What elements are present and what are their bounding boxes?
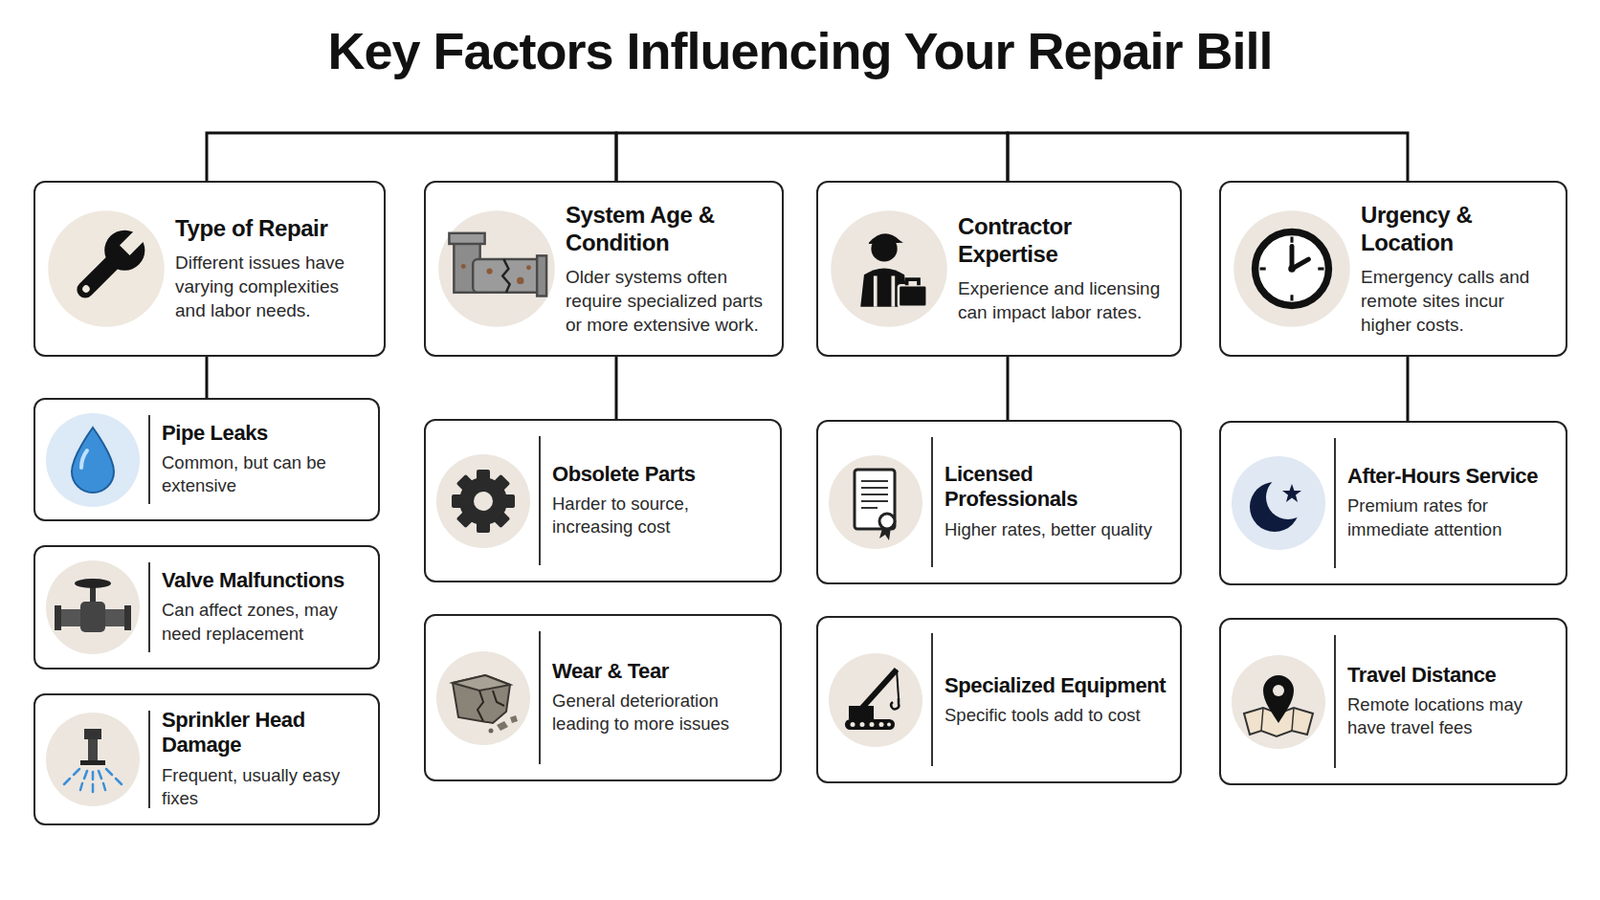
box-heading: After-Hours Service bbox=[1347, 464, 1556, 489]
box-heading: Contractor Expertise bbox=[957, 213, 1171, 269]
factor-box: Sprinkler Head DamageFrequent, usually e… bbox=[33, 693, 380, 826]
box-heading: Wear & Tear bbox=[552, 659, 771, 685]
connector-line bbox=[1006, 356, 1010, 421]
text-group: Contractor ExpertiseExperience and licen… bbox=[957, 213, 1171, 325]
box-description: General deterioration leading to more is… bbox=[552, 689, 771, 737]
divider-line bbox=[1333, 635, 1336, 769]
box-description: Premium rates for immediate attention bbox=[1347, 495, 1556, 543]
factor-box: Obsolete PartsHarder to source, increasi… bbox=[423, 419, 782, 583]
text-group: Obsolete PartsHarder to source, increasi… bbox=[552, 462, 771, 540]
factor-box: Travel DistanceRemote locations may have… bbox=[1219, 618, 1568, 786]
box-heading: Urgency & Location bbox=[1360, 201, 1556, 258]
divider-line bbox=[1333, 438, 1336, 569]
factor-box: Specialized EquipmentSpecific tools add … bbox=[816, 616, 1182, 784]
box-heading: Travel Distance bbox=[1347, 663, 1556, 689]
box-heading: Specialized Equipment bbox=[944, 672, 1171, 698]
text-group: Sprinkler Head DamageFrequent, usually e… bbox=[161, 708, 369, 812]
broken-concrete-icon bbox=[435, 650, 532, 747]
diagram-title: Key Factors Influencing Your Repair Bill bbox=[0, 21, 1600, 81]
box-description: Different issues have varying complexiti… bbox=[175, 250, 375, 323]
category-box: Contractor ExpertiseExperience and licen… bbox=[816, 180, 1182, 357]
factor-box: After-Hours ServicePremium rates for imm… bbox=[1219, 421, 1568, 586]
category-box: Type of RepairDifferent issues have vary… bbox=[33, 180, 386, 357]
text-group: Specialized EquipmentSpecific tools add … bbox=[944, 672, 1171, 728]
text-group: Pipe LeaksCommon, but can be extensive bbox=[161, 421, 369, 499]
divider-line bbox=[538, 436, 541, 566]
text-group: Urgency & LocationEmergency calls and re… bbox=[1360, 201, 1556, 337]
connector-line bbox=[615, 356, 619, 420]
water-drop-icon bbox=[44, 412, 141, 509]
connector-line bbox=[206, 133, 617, 181]
box-description: Remote locations may have travel fees bbox=[1347, 693, 1556, 741]
divider-line bbox=[148, 415, 151, 505]
box-heading: Type of Repair bbox=[175, 215, 375, 244]
box-heading: Valve Malfunctions bbox=[161, 568, 369, 594]
box-description: Frequent, usually easy fixes bbox=[161, 764, 369, 812]
divider-line bbox=[931, 437, 934, 568]
text-group: System Age & ConditionOlder systems ofte… bbox=[565, 201, 773, 337]
text-group: After-Hours ServicePremium rates for imm… bbox=[1347, 464, 1556, 542]
text-group: Travel DistanceRemote locations may have… bbox=[1347, 663, 1556, 741]
text-group: Licensed ProfessionalsHigher rates, bett… bbox=[944, 462, 1171, 542]
moon-icon bbox=[1230, 455, 1327, 552]
box-heading: Licensed Professionals bbox=[944, 462, 1171, 513]
box-heading: Sprinkler Head Damage bbox=[161, 708, 369, 759]
divider-line bbox=[538, 631, 541, 765]
connector-line bbox=[1406, 356, 1410, 422]
factor-box: Valve MalfunctionsCan affect zones, may … bbox=[33, 545, 380, 670]
divider-line bbox=[931, 633, 934, 767]
crane-icon bbox=[827, 652, 924, 749]
box-description: Emergency calls and remote sites incur h… bbox=[1360, 264, 1556, 336]
gear-icon bbox=[435, 453, 532, 550]
box-description: Higher rates, better quality bbox=[944, 518, 1171, 542]
clock-icon bbox=[1232, 209, 1352, 329]
sprinkler-icon bbox=[44, 711, 141, 808]
text-group: Valve MalfunctionsCan affect zones, may … bbox=[161, 568, 369, 646]
valve-icon bbox=[44, 559, 141, 656]
worker-icon bbox=[829, 209, 949, 329]
box-description: Older systems often require specialized … bbox=[565, 264, 773, 336]
factor-box: Pipe LeaksCommon, but can be extensive bbox=[33, 398, 380, 522]
divider-line bbox=[148, 711, 151, 809]
box-description: Harder to source, increasing cost bbox=[552, 492, 771, 540]
text-group: Type of RepairDifferent issues have vary… bbox=[175, 215, 375, 323]
box-description: Experience and licensing can impact labo… bbox=[957, 276, 1171, 325]
box-description: Common, but can be extensive bbox=[161, 451, 369, 499]
text-group: Wear & TearGeneral deterioration leading… bbox=[552, 659, 771, 737]
connector-line bbox=[616, 133, 1008, 181]
divider-line bbox=[148, 562, 151, 653]
factor-box: Wear & TearGeneral deterioration leading… bbox=[423, 614, 782, 782]
box-heading: System Age & Condition bbox=[565, 201, 773, 258]
box-heading: Pipe Leaks bbox=[161, 421, 369, 446]
box-heading: Obsolete Parts bbox=[552, 462, 771, 488]
connector-line bbox=[205, 356, 209, 399]
broken-pipe-icon bbox=[437, 209, 556, 329]
map-pin-icon bbox=[1230, 654, 1327, 751]
connector-line bbox=[1007, 133, 1408, 181]
category-box: System Age & ConditionOlder systems ofte… bbox=[423, 180, 784, 357]
box-description: Specific tools add to cost bbox=[944, 703, 1171, 727]
factor-box: Licensed ProfessionalsHigher rates, bett… bbox=[816, 420, 1182, 585]
certificate-icon bbox=[827, 454, 924, 551]
box-description: Can affect zones, may need replacement bbox=[161, 600, 369, 647]
category-box: Urgency & LocationEmergency calls and re… bbox=[1219, 180, 1568, 357]
wrench-icon bbox=[46, 209, 166, 329]
